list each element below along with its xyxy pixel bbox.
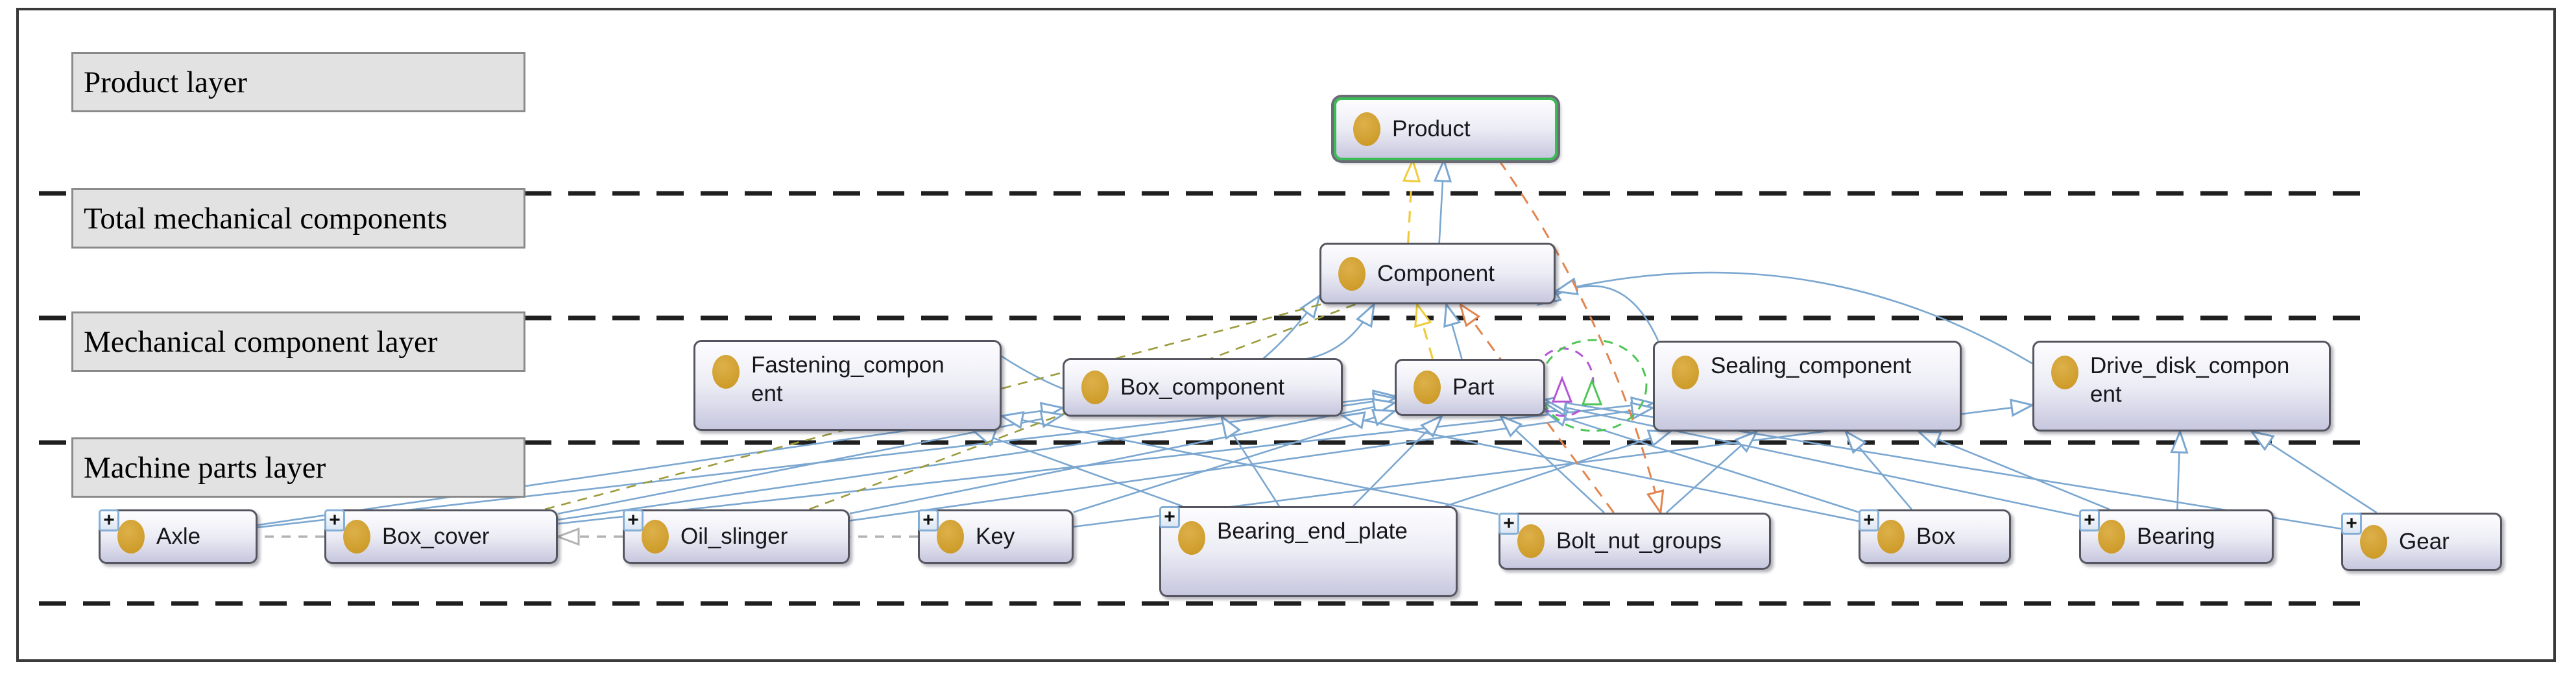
class-icon	[1517, 524, 1545, 558]
class-icon	[1672, 356, 1699, 389]
node-drive_disk[interactable]: Drive_disk_component	[2032, 341, 2331, 432]
expand-button-bearing[interactable]: +	[2079, 509, 2100, 531]
node-label: Bearing_end_plate	[1217, 518, 1408, 544]
expand-button-box[interactable]: +	[1859, 509, 1879, 531]
node-bolt_nut_groups[interactable]: + Bolt_nut_groups	[1499, 513, 1771, 570]
node-box_component[interactable]: Box_component	[1063, 358, 1343, 417]
node-label: Key	[976, 524, 1015, 549]
node-label: Bearing	[2137, 524, 2215, 549]
node-label: Fastening_component	[751, 352, 945, 406]
node-label: Oil_slinger	[680, 524, 788, 549]
class-icon	[1338, 256, 1366, 291]
class-icon	[2098, 520, 2125, 554]
class-icon	[2051, 356, 2078, 389]
class-icon	[1414, 371, 1441, 404]
expand-button-key[interactable]: +	[918, 509, 939, 531]
layer-label-product-layer: Product layer	[71, 52, 525, 112]
node-box_cover[interactable]: + Box_cover	[324, 509, 558, 564]
layer-label-machine-parts-layer: Machine parts layer	[71, 437, 525, 498]
node-fastening[interactable]: Fastening_component	[693, 340, 1002, 431]
class-icon	[343, 520, 370, 554]
node-bearing[interactable]: + Bearing	[2079, 509, 2274, 564]
node-box[interactable]: + Box	[1859, 509, 2011, 564]
class-icon	[1353, 112, 1380, 146]
node-sealing[interactable]: Sealing_component	[1653, 341, 1962, 432]
expand-button-bolt_nut_groups[interactable]: +	[1499, 513, 1519, 535]
node-label: Gear	[2399, 529, 2450, 554]
node-axle[interactable]: + Axle	[99, 509, 258, 564]
layer-label-mechanical-component-layer: Mechanical component layer	[71, 311, 525, 372]
node-label: Axle	[156, 524, 201, 549]
node-label: Component	[1377, 260, 1495, 286]
node-component[interactable]: Component	[1319, 243, 1556, 304]
node-label: Box_component	[1120, 374, 1284, 400]
class-icon	[712, 355, 740, 389]
class-icon	[1081, 371, 1109, 404]
class-icon	[642, 520, 669, 554]
expand-button-oil_slinger[interactable]: +	[623, 509, 644, 531]
class-icon	[1877, 520, 1905, 554]
expand-button-box_cover[interactable]: +	[324, 509, 345, 531]
node-oil_slinger[interactable]: + Oil_slinger	[623, 509, 850, 564]
expand-button-bearing_end_plate[interactable]: +	[1159, 506, 1180, 528]
node-label: Drive_disk_component	[2090, 353, 2290, 407]
class-icon	[2360, 525, 2387, 559]
node-label: Box	[1916, 524, 1956, 549]
node-part[interactable]: Part	[1395, 359, 1545, 416]
expand-button-gear[interactable]: +	[2341, 513, 2362, 535]
class-icon	[117, 520, 145, 554]
class-icon	[1178, 521, 1205, 555]
node-gear[interactable]: + Gear	[2341, 513, 2502, 571]
expand-button-axle[interactable]: +	[99, 509, 119, 531]
class-icon	[937, 520, 964, 554]
node-key[interactable]: + Key	[918, 509, 1074, 564]
node-label: Sealing_component	[1711, 353, 1912, 378]
node-label: Bolt_nut_groups	[1556, 528, 1722, 554]
node-label: Box_cover	[382, 524, 490, 549]
node-product[interactable]: Product	[1334, 97, 1558, 160]
node-label: Product	[1392, 116, 1471, 141]
node-label: Part	[1452, 374, 1495, 400]
layer-label-total-mechanical-components: Total mechanical components	[71, 188, 525, 249]
node-bearing_end_plate[interactable]: + Bearing_end_plate	[1159, 506, 1458, 597]
